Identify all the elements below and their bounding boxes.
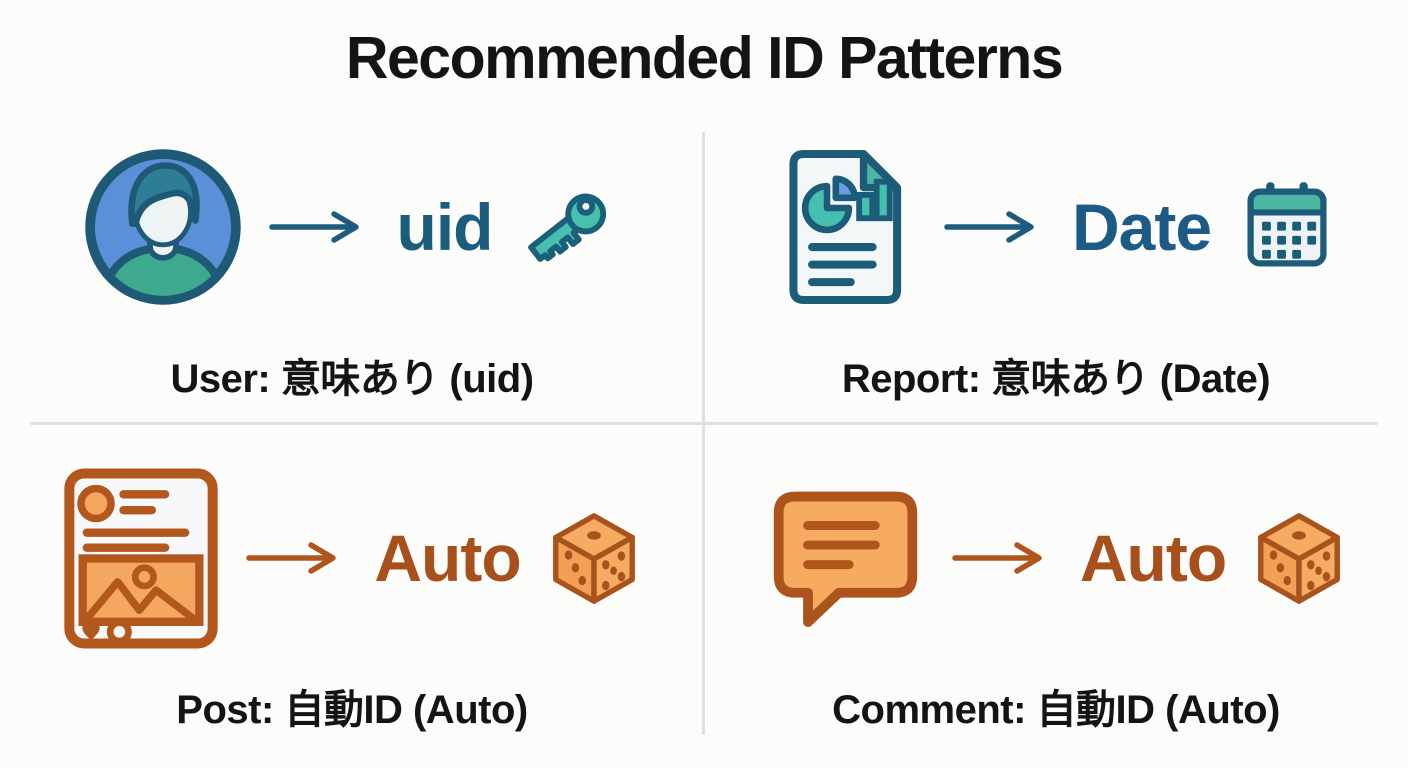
post-pattern-row: Auto <box>61 463 642 653</box>
user-pattern-row: uid <box>82 132 623 322</box>
comment-bubble-icon <box>773 491 918 627</box>
caption-user: User: 意味あり (uid) <box>170 357 534 401</box>
id-pattern-label-date: Date <box>1071 190 1212 264</box>
page-title: Recommended ID Patterns <box>345 25 1064 91</box>
horizontal-divider <box>30 422 1378 425</box>
user-avatar-icon <box>84 149 241 305</box>
arrow-right-icon <box>944 211 1034 243</box>
caption-post: Post: 自動ID (Auto) <box>176 688 528 732</box>
vertical-divider <box>702 132 705 735</box>
arrow-right-icon <box>268 211 359 243</box>
key-icon <box>528 193 607 262</box>
caption-report: Report: 意味あり (Date) <box>841 357 1271 401</box>
calendar-icon <box>1247 182 1327 267</box>
dice-icon <box>552 513 635 604</box>
quadrant-user: uid User: 意味あり (uid) <box>0 122 704 422</box>
quadrant-report: Date Report: 意味あり (Date) <box>704 122 1408 422</box>
report-document-icon <box>789 149 902 305</box>
id-pattern-label-auto: Auto <box>374 521 521 595</box>
report-pattern-row: Date <box>773 132 1339 322</box>
arrow-right-icon <box>952 542 1042 574</box>
arrow-right-icon <box>246 542 337 574</box>
id-pattern-label-auto: Auto <box>1079 521 1227 595</box>
comment-pattern-row: Auto <box>764 463 1348 653</box>
post-card-icon <box>64 468 219 648</box>
caption-comment: Comment: 自動ID (Auto) <box>832 688 1280 732</box>
quadrant-post: Auto Post: 自動ID (Auto) <box>0 428 704 768</box>
id-pattern-label-uid: uid <box>396 190 494 264</box>
dice-icon <box>1258 513 1341 604</box>
quadrant-comment: Auto Comment: 自動ID (Auto) <box>704 428 1408 768</box>
